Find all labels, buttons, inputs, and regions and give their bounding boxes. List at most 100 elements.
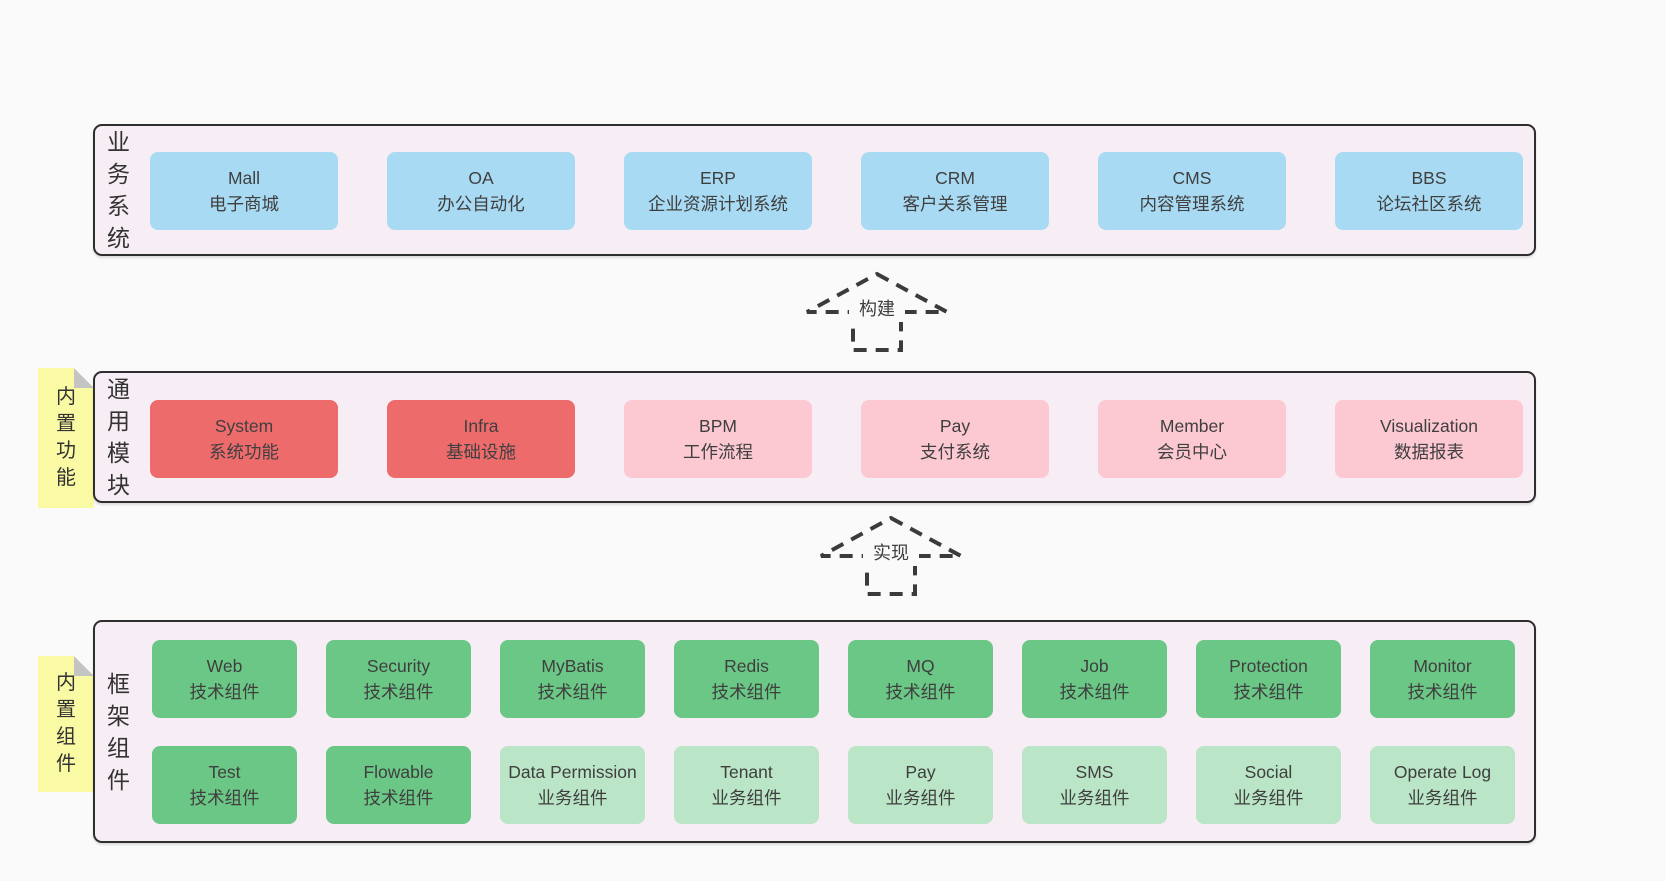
arrow-up-build: 构建 <box>806 271 948 352</box>
arrow-implement-label: 实现 <box>873 543 909 563</box>
box-title: Visualization <box>1380 416 1478 436</box>
box-subtitle: 企业资源计划系统 <box>648 194 788 214</box>
box-title: Test <box>208 762 241 782</box>
box-subtitle: 技术组件 <box>363 682 434 702</box>
box-subtitle: 工作流程 <box>683 442 753 462</box>
box-title: Pay <box>939 416 971 436</box>
box-title: BBS <box>1411 168 1447 188</box>
tab-built-in-components-label: 内置组件 <box>56 672 76 775</box>
box-pay: Pay 业务组件 <box>848 746 993 824</box>
box-title: Mall <box>227 168 261 188</box>
tab-built-in-features-label: 内置功能 <box>56 386 76 489</box>
box-title: Member <box>1159 416 1225 436</box>
box-subtitle: 技术组件 <box>1233 682 1304 702</box>
panel-common-modules-label: 通用模块 <box>107 376 130 498</box>
box-title: OA <box>468 168 494 188</box>
box-subtitle: 技术组件 <box>537 682 608 702</box>
box-data-permission: Data Permission 业务组件 <box>500 746 645 824</box>
arrow-label-backdrop <box>849 294 905 322</box>
box-subtitle: 业务组件 <box>1059 788 1130 808</box>
box-cms: CMS 内容管理系统 <box>1098 152 1286 230</box>
box-monitor: Monitor 技术组件 <box>1370 640 1515 718</box>
box-subtitle: 电子商城 <box>209 194 279 214</box>
box-subtitle: 业务组件 <box>885 788 956 808</box>
box-subtitle: 技术组件 <box>189 682 260 702</box>
box-title: ERP <box>700 168 736 188</box>
panel-business-systems: 业务系统 Mall 电子商城 OA 办公自动化 ERP 企业资源计划系统 CRM 客户关系管理… <box>93 124 1536 256</box>
box-subtitle: 会员中心 <box>1157 442 1227 462</box>
box-title: Redis <box>724 656 769 676</box>
arrow-build-label: 构建 <box>859 299 895 319</box>
panel-business-systems-label: 业务系统 <box>107 129 130 251</box>
box-mybatis: MyBatis 技术组件 <box>500 640 645 718</box>
tab-built-in-components: 内置组件 <box>38 656 94 792</box>
folded-corner <box>74 368 94 388</box>
box-visualization: Visualization 数据报表 <box>1335 400 1523 478</box>
box-subtitle: 论坛社区系统 <box>1376 194 1482 214</box>
box-subtitle: 技术组件 <box>711 682 782 702</box>
box-title: MyBatis <box>541 656 604 676</box>
box-title: CMS <box>1172 168 1212 188</box>
box-title: System <box>214 416 274 436</box>
box-title: Social <box>1244 762 1293 782</box>
box-subtitle: 业务组件 <box>1233 788 1304 808</box>
box-subtitle: 技术组件 <box>189 788 260 808</box>
panel-business-systems-boxes: Mall 电子商城 OA 办公自动化 ERP 企业资源计划系统 CRM 客户关系管理 CMS 内容… <box>95 126 1534 254</box>
box-test: Test 技术组件 <box>152 746 297 824</box>
box-bpm: BPM 工作流程 <box>624 400 812 478</box>
box-title: Monitor <box>1413 656 1472 676</box>
tab-built-in-features: 内置功能 <box>38 368 94 508</box>
box-subtitle: 技术组件 <box>363 788 434 808</box>
box-mall: Mall 电子商城 <box>150 152 338 230</box>
box-erp: ERP 企业资源计划系统 <box>624 152 812 230</box>
box-member: Member 会员中心 <box>1098 400 1286 478</box>
box-title: SMS <box>1075 762 1114 782</box>
box-subtitle: 技术组件 <box>885 682 956 702</box>
box-web: Web 技术组件 <box>152 640 297 718</box>
box-tenant: Tenant 业务组件 <box>674 746 819 824</box>
box-title: Security <box>366 656 431 676</box>
box-subtitle: 支付系统 <box>920 442 990 462</box>
box-subtitle: 技术组件 <box>1059 682 1130 702</box>
box-subtitle: 办公自动化 <box>437 194 525 214</box>
box-redis: Redis 技术组件 <box>674 640 819 718</box>
box-subtitle: 业务组件 <box>537 788 608 808</box>
panel-framework-components-label: 框架组件 <box>107 670 130 793</box>
box-title: Infra <box>463 416 499 436</box>
box-title: Tenant <box>720 762 773 782</box>
box-title: Data Permission <box>508 762 637 782</box>
box-title: CRM <box>935 168 975 188</box>
box-subtitle: 系统功能 <box>209 442 279 462</box>
box-subtitle: 业务组件 <box>1407 788 1478 808</box>
arrow-label-backdrop <box>863 538 919 566</box>
arrow-up-implement: 实现 <box>820 515 962 596</box>
box-protection: Protection 技术组件 <box>1196 640 1341 718</box>
folded-corner <box>74 656 94 676</box>
box-title: BPM <box>699 416 737 436</box>
box-title: Pay <box>905 762 936 782</box>
box-title: Operate Log <box>1393 762 1492 782</box>
box-security: Security 技术组件 <box>326 640 471 718</box>
box-sms: SMS 业务组件 <box>1022 746 1167 824</box>
box-social: Social 业务组件 <box>1196 746 1341 824</box>
box-pay: Pay 支付系统 <box>861 400 1049 478</box>
box-title: Web <box>206 656 243 676</box>
box-oa: OA 办公自动化 <box>387 152 575 230</box>
arrow-up-outline <box>820 515 962 596</box>
box-subtitle: 业务组件 <box>711 788 782 808</box>
box-subtitle: 内容管理系统 <box>1139 194 1245 214</box>
box-title: Job <box>1080 656 1109 676</box>
box-subtitle: 数据报表 <box>1394 442 1464 462</box>
arrow-up-outline <box>806 271 948 352</box>
box-subtitle: 技术组件 <box>1407 682 1478 702</box>
box-subtitle: 客户关系管理 <box>902 194 1008 214</box>
box-title: Protection <box>1229 656 1308 676</box>
